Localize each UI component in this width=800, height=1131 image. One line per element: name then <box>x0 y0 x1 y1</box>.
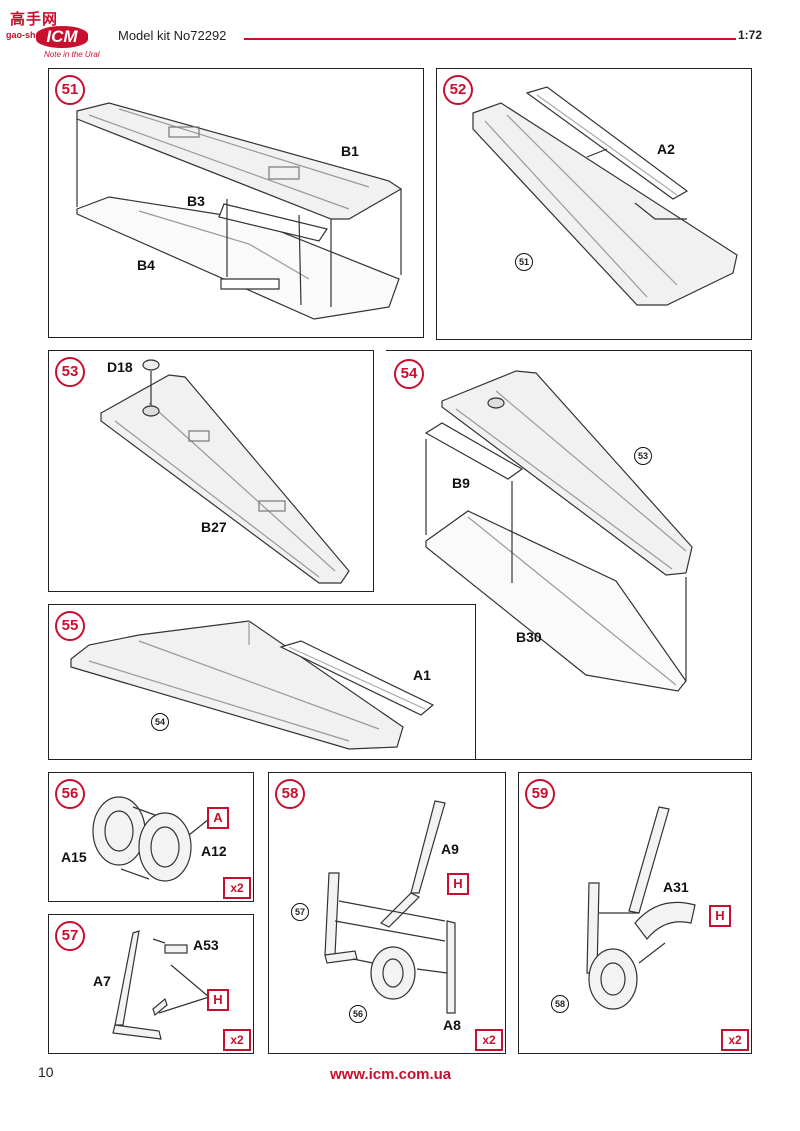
step-57-quantity: x2 <box>223 1029 251 1051</box>
step-59-quantity: x2 <box>721 1029 749 1051</box>
logo-mark: ICM <box>36 26 88 48</box>
step-57-strut-drawing <box>112 930 210 1040</box>
part-label-a1: A1 <box>413 667 431 683</box>
step-53-panel: 53 D18 B27 <box>48 350 374 592</box>
website-link[interactable]: www.icm.com.ua <box>330 1066 452 1083</box>
step-58-ref-step-57: 57 <box>291 903 309 921</box>
step-54-wing-drawing <box>424 370 693 692</box>
step-51-wing-drawing <box>76 102 403 320</box>
icm-logo: 高手网 gao-shou.com ICM Note in the Ural <box>6 8 114 64</box>
part-label-a15: A15 <box>61 849 87 865</box>
step-59-paint-code: H <box>709 905 731 927</box>
logo-watermark-title: 高手网 <box>10 11 59 28</box>
step-59-gear-drawing <box>586 806 696 1010</box>
part-label-b27: B27 <box>201 519 227 535</box>
part-label-b4: B4 <box>137 257 155 273</box>
step-54-ref-step-53: 53 <box>634 447 652 465</box>
step-52-ref-step-51: 51 <box>515 253 533 271</box>
header-rule <box>244 38 736 40</box>
step-56-quantity: x2 <box>223 877 251 899</box>
logo-slogan: Note in the Ural <box>44 50 100 59</box>
part-label-a12: A12 <box>201 843 227 859</box>
part-label-a31: A31 <box>663 879 689 895</box>
step-56-paint-code: A <box>207 807 229 829</box>
part-label-b9: B9 <box>452 475 470 491</box>
step-56-wheel-drawing <box>92 796 210 882</box>
step-59-panel: 59 A31 H 58 x2 <box>518 772 752 1054</box>
step-54-number: 54 <box>394 359 424 389</box>
step-58-ref-step-56: 56 <box>349 1005 367 1023</box>
step-56-panel: 56 A15 A12 A x2 <box>48 772 254 902</box>
part-label-a7: A7 <box>93 973 111 989</box>
step-53-number: 53 <box>55 357 85 387</box>
step-55-wing-drawing <box>70 620 435 750</box>
step-52-wing-drawing <box>472 86 738 306</box>
page-number: 10 <box>38 1064 54 1080</box>
part-label-a53: A53 <box>193 937 219 953</box>
part-label-a9: A9 <box>441 841 459 857</box>
step-58-number: 58 <box>275 779 305 809</box>
step-57-paint-code: H <box>207 989 229 1011</box>
step-58-paint-code: H <box>447 873 469 895</box>
step-58-panel: 58 A9 A8 H 57 56 x2 <box>268 772 506 1054</box>
step-55-ref-step-54: 54 <box>151 713 169 731</box>
step-56-number: 56 <box>55 779 85 809</box>
step-58-quantity: x2 <box>475 1029 503 1051</box>
part-label-b3: B3 <box>187 193 205 209</box>
step-51-panel: 51 B1 B3 B4 <box>48 68 424 338</box>
step-52-panel: 52 A2 51 <box>436 68 752 340</box>
kit-scale: 1:72 <box>738 28 763 42</box>
step-52-number: 52 <box>443 75 473 105</box>
step-59-number: 59 <box>525 779 555 809</box>
part-label-d18: D18 <box>107 359 133 375</box>
step-53-wing-drawing <box>100 359 350 584</box>
part-label-b1: B1 <box>341 143 359 159</box>
part-label-b30: B30 <box>516 629 542 645</box>
step-57-panel: 57 A53 A7 H x2 <box>48 914 254 1054</box>
step-55-panel: 55 A1 54 <box>48 604 476 760</box>
step-55-number: 55 <box>55 611 85 641</box>
step-51-number: 51 <box>55 75 85 105</box>
part-label-a8: A8 <box>443 1017 461 1033</box>
step-59-ref-step-58: 58 <box>551 995 569 1013</box>
part-label-a2: A2 <box>657 141 675 157</box>
step-57-number: 57 <box>55 921 85 951</box>
kit-title: Model kit No72292 <box>118 28 227 43</box>
step-54-panel: 54 B9 B30 53 <box>386 350 752 760</box>
step-58-gear-drawing <box>324 800 456 1014</box>
